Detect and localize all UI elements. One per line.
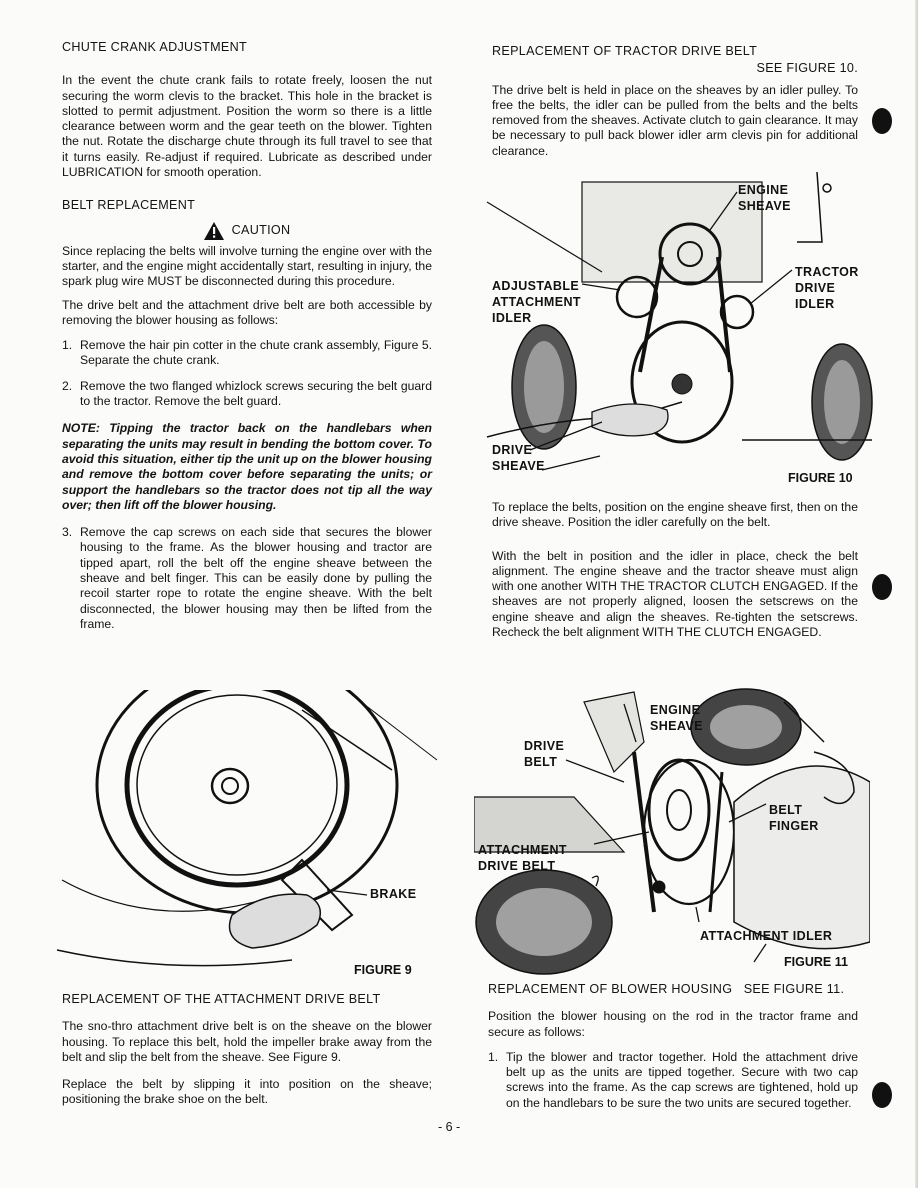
tractor-belt-body: The drive belt is held in place on the s…	[492, 82, 858, 158]
hand	[228, 893, 322, 949]
fig10-idler-label: IDLER	[492, 311, 532, 325]
hand	[591, 403, 669, 437]
fig11-drive-label: DRIVE	[524, 739, 564, 753]
left-wheel	[511, 324, 577, 450]
left-column: CHUTE CRANK ADJUSTMENT In the event the …	[62, 40, 432, 632]
brake-label: BRAKE	[370, 887, 416, 901]
page-number: - 6 -	[438, 1120, 461, 1134]
attachment-belt-section: REPLACEMENT OF THE ATTACHMENT DRIVE BELT…	[62, 992, 432, 1108]
fig10-sheave-label: SHEAVE	[738, 199, 791, 213]
list-item: 2.Remove the two flanged whizlock screws…	[62, 378, 432, 409]
fig11-drive-belt-label: DRIVE BELT	[478, 859, 555, 873]
punch-hole	[872, 1082, 892, 1108]
tractor-belt-heading: REPLACEMENT OF TRACTOR DRIVE BELT	[492, 44, 758, 58]
top-tire	[690, 688, 802, 766]
attachment-belt-heading: REPLACEMENT OF THE ATTACHMENT DRIVE BELT	[62, 992, 381, 1006]
belt-steps: 1.Remove the hair pin cotter in the chut…	[62, 338, 432, 409]
page-edge	[915, 0, 918, 1188]
adjustable-attachment-idler	[615, 275, 659, 319]
tipping-note: NOTE: Tipping the tractor back on the ha…	[62, 421, 432, 512]
punch-hole	[872, 108, 892, 134]
caution-banner: CAUTION	[62, 221, 432, 240]
belt-steps-continued: 3.Remove the cap screws on each side tha…	[62, 525, 432, 632]
figure-9-illustration: BRAKE FIGURE 9	[56, 690, 438, 977]
attachment-belt	[124, 690, 350, 888]
chute-crank-body: In the event the chute crank fails to ro…	[62, 73, 432, 180]
belt-intro: The drive belt and the attachment drive …	[62, 297, 432, 327]
engine-sheave	[647, 758, 711, 862]
list-item: 1.Tip the blower and tractor together. H…	[488, 1049, 858, 1110]
right-column: REPLACEMENT OF TRACTOR DRIVE BELT SEE FI…	[492, 44, 858, 159]
caution-label: CAUTION	[231, 223, 291, 238]
fig10-adjustable-label: ADJUSTABLE	[492, 279, 579, 293]
right-wheel	[811, 343, 873, 461]
drive-belt	[632, 751, 656, 913]
engine-sheave	[658, 222, 722, 286]
blower-housing-intro: Position the blower housing on the rod i…	[488, 1009, 858, 1039]
engine-block	[581, 181, 763, 283]
brake-shoe	[280, 858, 354, 932]
fig10-drive-label: DRIVE	[795, 281, 835, 295]
fig10-tractor-label: TRACTOR	[795, 265, 859, 279]
blower-housing-steps: 1.Tip the blower and tractor together. H…	[488, 1050, 858, 1111]
blower-housing-heading: REPLACEMENT OF BLOWER HOUSING SEE FIGURE…	[488, 982, 845, 996]
figure-11-illustration: ENGINE SHEAVE DRIVE BELT BELT FINGER ATT…	[474, 688, 870, 975]
blower-housing	[733, 765, 870, 950]
list-item: 1.Remove the hair pin cotter in the chut…	[62, 338, 432, 368]
figure-10-illustration: ENGINE SHEAVE ADJUSTABLE ATTACHMENT IDLE…	[486, 172, 873, 485]
fig10-engine-label: ENGINE	[738, 183, 788, 197]
drive-sheave	[630, 320, 734, 444]
fig11-attachment-label: ATTACHMENT	[478, 843, 567, 857]
fig11-attachment-idler-label: ATTACHMENT IDLER	[700, 929, 832, 943]
fig11-engine-label: ENGINE	[650, 703, 700, 717]
caution-text: Since replacing the belts will involve t…	[62, 243, 432, 289]
fig10-drive-sheave-label-1: DRIVE	[492, 443, 532, 457]
figure-9-caption: FIGURE 9	[354, 963, 412, 977]
attachment-belt-p1: The sno-thro attachment drive belt is on…	[62, 1019, 432, 1064]
belt-replacement-heading: BELT REPLACEMENT	[62, 198, 196, 213]
figure-11-caption: FIGURE 11	[784, 955, 848, 969]
belt-finger	[813, 751, 855, 805]
fig10-drive-sheave-label-2: SHEAVE	[492, 459, 545, 473]
tractor-drive-idler	[719, 294, 755, 330]
punch-hole	[872, 574, 892, 600]
fig11-sheave-label: SHEAVE	[650, 719, 703, 733]
blower-housing-section: REPLACEMENT OF BLOWER HOUSING SEE FIGURE…	[488, 982, 858, 1111]
warning-triangle-icon	[203, 221, 224, 240]
see-figure-10: SEE FIGURE 10.	[756, 61, 858, 76]
fig10-attachment-label: ATTACHMENT	[492, 295, 581, 309]
blower-housing-outline	[95, 690, 399, 915]
see-figure-11: SEE FIGURE 11.	[743, 982, 845, 996]
left-tire	[475, 869, 613, 975]
right-middle-text: To replace the belts, position on the en…	[492, 500, 858, 640]
attachment-belt-p2: Replace the belt by slipping it into pos…	[62, 1077, 432, 1107]
drive-belt	[638, 256, 664, 373]
belt-alignment-paragraph: With the belt in position and the idler …	[492, 548, 858, 640]
fig11-belt-label: BELT	[524, 755, 557, 769]
list-item: 3.Remove the cap screws on each side tha…	[62, 525, 432, 631]
fig11-belt-finger-label-1: BELT	[769, 803, 802, 817]
chute-crank-heading: CHUTE CRANK ADJUSTMENT	[62, 40, 248, 54]
fig11-belt-finger-label-2: FINGER	[769, 819, 819, 833]
figure-10-caption: FIGURE 10	[788, 471, 853, 485]
replace-belts-paragraph: To replace the belts, position on the en…	[492, 500, 858, 530]
impeller-hub	[210, 767, 250, 805]
fig10-tractor-idler-label: IDLER	[795, 297, 835, 311]
